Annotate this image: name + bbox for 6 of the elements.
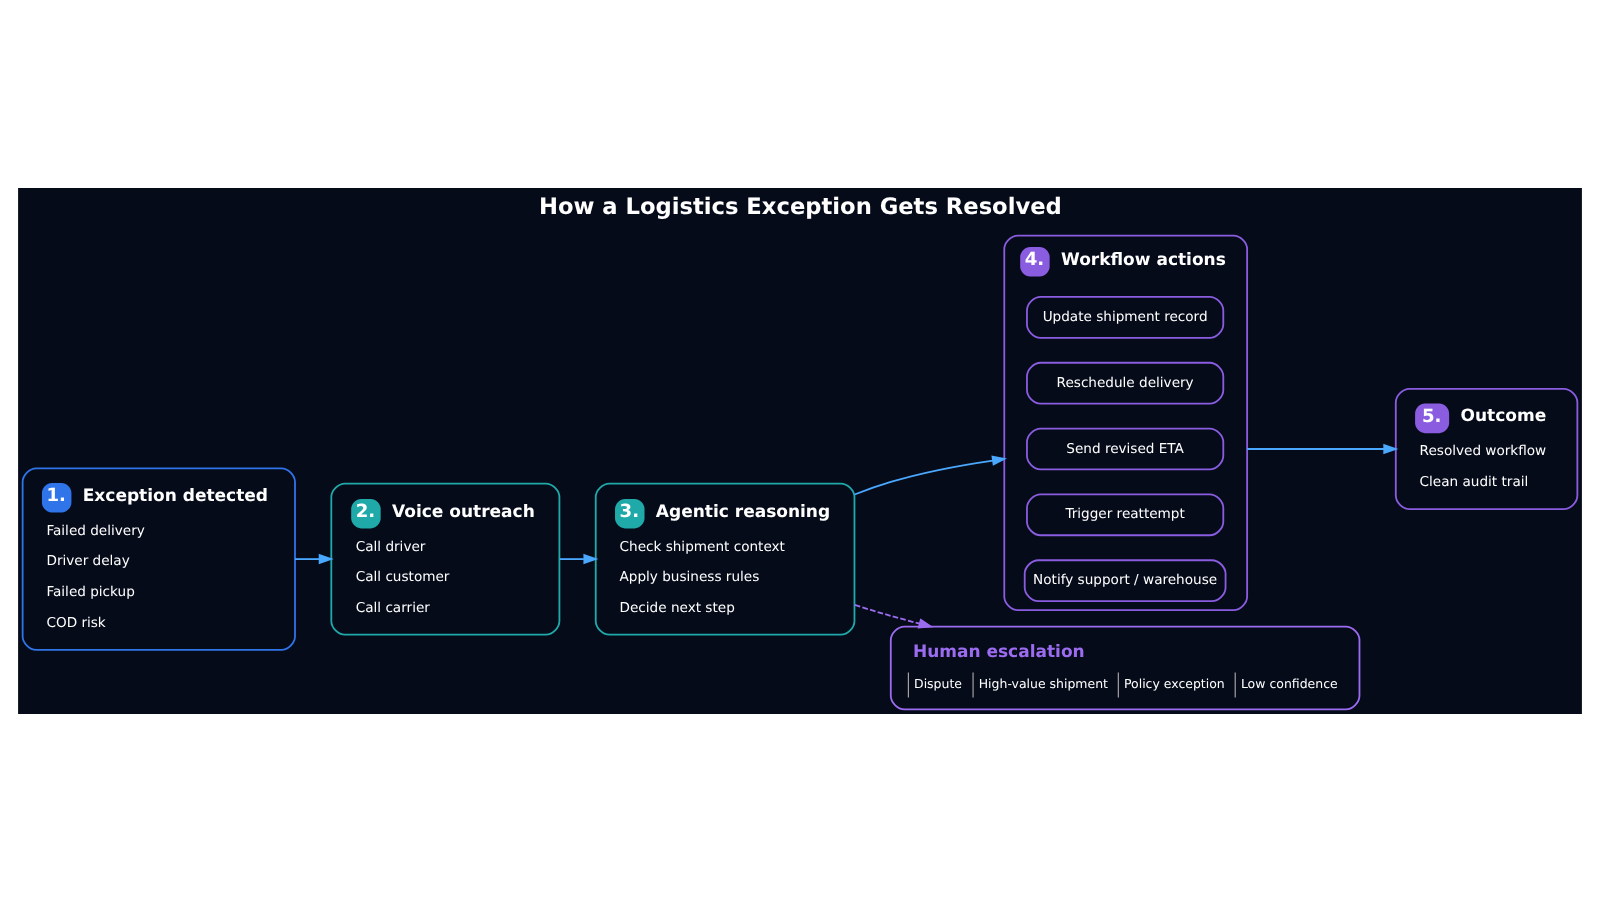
arrow <box>294 552 334 564</box>
arrow <box>853 454 1007 495</box>
arrow <box>853 603 934 628</box>
diagram-title: How a Logistics Exception Gets Resolved <box>538 191 1062 220</box>
arrow <box>558 552 599 564</box>
arrow <box>1246 442 1399 454</box>
